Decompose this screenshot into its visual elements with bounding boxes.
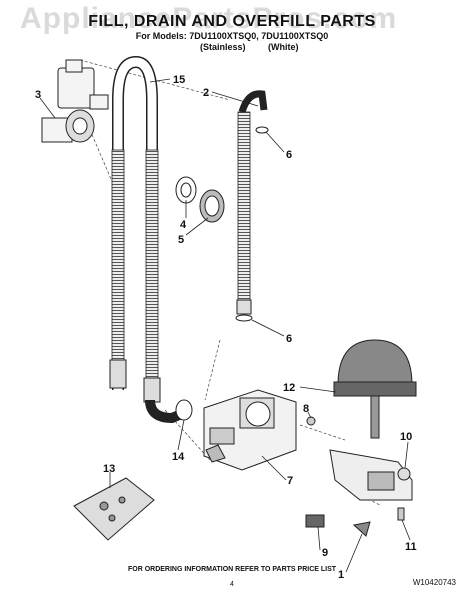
fill-hose — [109, 55, 161, 403]
overfill-bracket — [329, 449, 413, 521]
callout-1: 1 — [338, 569, 344, 581]
ordering-note: FOR ORDERING INFORMATION REFER TO PARTS … — [127, 566, 337, 573]
watermark: AppliancePartsPros.com — [20, 2, 398, 35]
callout-6-lower: 6 — [286, 333, 292, 345]
doc-number: W10420743 — [412, 578, 456, 587]
elbow-clamp — [145, 399, 193, 424]
switch-lever — [305, 514, 371, 537]
hose-clamps — [235, 126, 269, 322]
callout-14: 14 — [172, 451, 185, 463]
callout-11: 11 — [405, 541, 417, 553]
callout-2: 2 — [203, 87, 209, 99]
callout-6-upper: 6 — [286, 149, 292, 161]
callout-15: 15 — [173, 74, 185, 86]
callout-3: 3 — [35, 89, 41, 101]
callout-12: 12 — [283, 382, 295, 394]
callout-9: 9 — [322, 547, 328, 559]
inlet-valve — [41, 59, 109, 143]
callout-5: 5 — [178, 234, 184, 246]
callout-13: 13 — [103, 463, 115, 475]
variant-stainless: (Stainless) — [200, 42, 246, 52]
drain-hose — [236, 90, 268, 315]
callout-10: 10 — [400, 431, 412, 443]
drain-pump — [203, 389, 297, 471]
models-line: For Models: 7DU1100XTSQ0, 7DU1100XTSQ0 — [135, 31, 329, 41]
variant-white: (White) — [268, 42, 299, 52]
gaskets — [175, 176, 225, 223]
page-title: FILL, DRAIN AND OVERFILL PARTS — [88, 13, 376, 30]
callout-4: 4 — [180, 219, 187, 231]
screw — [306, 416, 316, 426]
float — [333, 339, 417, 439]
callout-8: 8 — [303, 403, 309, 415]
page-number: 4 — [230, 581, 234, 588]
callout-7: 7 — [287, 475, 293, 487]
parts-bag — [73, 477, 155, 541]
